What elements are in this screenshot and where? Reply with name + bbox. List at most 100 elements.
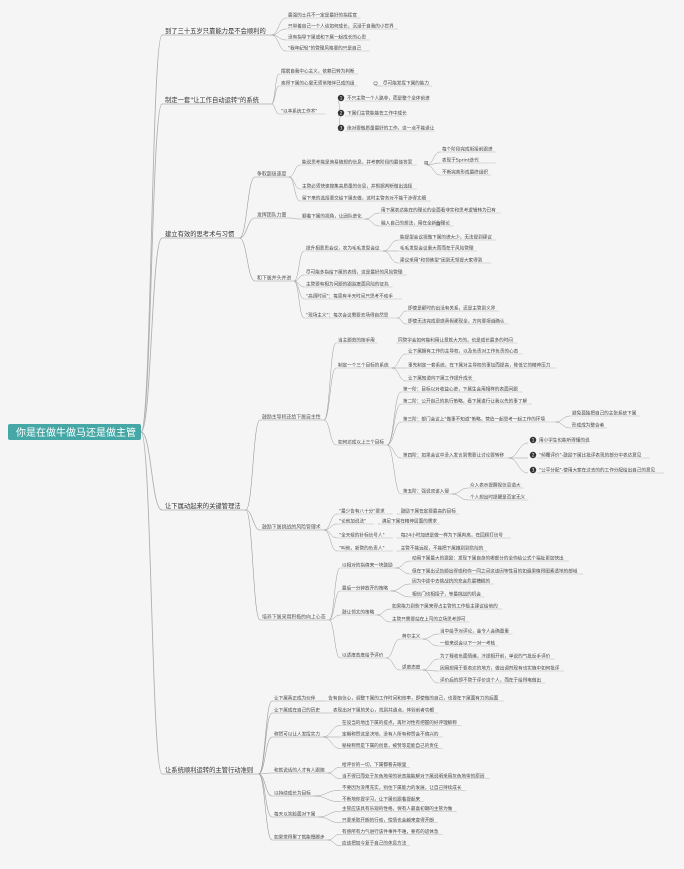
- sub-branch[interactable]: 培养下属采用积极的向上心态: [262, 614, 326, 621]
- numbered-item[interactable]: "倾覆评价"-鼓励下属比批评表现的部分中表达意见: [539, 452, 642, 459]
- leaf-node[interactable]: 每个阶段完成衔接前跟进: [442, 146, 493, 153]
- sub-branch[interactable]: 争取超级速度: [257, 171, 286, 178]
- leaf-node[interactable]: 能提型会议视做下属的进大少，无法提到建议: [400, 234, 492, 241]
- leaf-node[interactable]: "叫他，新管的负责人": [339, 545, 385, 552]
- leaf-node[interactable]: 避免孤独把自己的主张系统下属: [572, 410, 637, 417]
- sub-branch[interactable]: 让下属真正成为伙伴: [274, 695, 316, 702]
- leaf-node[interactable]: 因用想用于要表达的地方，做出调剂现有也实施中如何批评: [440, 665, 560, 672]
- leaf-node[interactable]: 提升相意思会议，农为毛毛发型会议: [306, 245, 380, 252]
- note-node[interactable]: 主管不能远视，不能把下属推到到危险的: [401, 545, 484, 552]
- note-node[interactable]: 告有自信心，调整下属的工作时间和效率，即使做的自己，也要在下属面有力的后面: [328, 695, 498, 702]
- leaf-node[interactable]: 离得下属的心里无须常陪伴已成的组: [281, 80, 355, 87]
- leaf-node[interactable]: 当主题范的按手用: [338, 337, 375, 344]
- root-node[interactable]: 你是在做牛做马还是做主管: [8, 424, 141, 440]
- leaf-node[interactable]: 毛毛发型会议重大而而在于风险管理: [400, 245, 474, 252]
- leaf-node[interactable]: 如何达成以上三个目标: [338, 439, 384, 446]
- leaf-node[interactable]: 应该把如今复于自己的休息方法: [342, 839, 407, 846]
- leaf-node[interactable]: 以适度态度给予评价: [342, 652, 384, 659]
- note-node[interactable]: 每24小时加进是做一样为下属判离，在回顾打信号: [401, 532, 504, 539]
- leaf-node[interactable]: 但在下属出记告顺出得或和你一同之间这该因等性目的如遍果植得图素透地的部域: [412, 568, 578, 575]
- leaf-node[interactable]: 当不得已而处于灰色地带的状态能能解对下属说明采用灰色地带的原因: [342, 772, 485, 779]
- leaf-node[interactable]: 留下来的选择要交给下属去做，这时主管务对不能干涉得太细: [302, 195, 426, 202]
- numbered-item[interactable]: 绝对要做质量最好的工作，这一点不能退让: [347, 125, 435, 132]
- branch-1[interactable]: 到了三十五岁只靠能力是不会顺利的: [165, 26, 266, 35]
- leaf-node[interactable]: 不要因为没用充实，别住下属能力的发展，让自己持续成长: [342, 784, 462, 791]
- leaf-node[interactable]: 评价后的即不管于评价这个人，而在于给得电做出: [440, 677, 541, 684]
- leaf-node[interactable]: 用下属表达能在的理论的全面看非实和思考逻辑转为已有: [381, 207, 496, 214]
- numbered-item[interactable]: 用小学生也能听得懂的说: [539, 437, 590, 444]
- leaf-node[interactable]: 没有指导下属或和下属一起成长的心思: [288, 34, 367, 41]
- branch-3[interactable]: 建立有效的思考术与习惯: [165, 229, 235, 238]
- leaf-node[interactable]: "高阔时间"：每周有半天时间只思考不动手: [306, 293, 393, 300]
- leaf-node[interactable]: "论他加说法": [339, 518, 366, 525]
- leaf-node[interactable]: 适度态度: [402, 664, 421, 671]
- leaf-node[interactable]: 让下属拥有工作的主导权，以及负责对工作负责的心态: [408, 348, 519, 355]
- leaf-node[interactable]: 鼓让领太的策略: [342, 609, 375, 616]
- leaf-node[interactable]: 以相对的指值来一块鼓励: [342, 562, 393, 569]
- leaf-node[interactable]: "我年纪轻"的管理风格要的只是自己: [288, 45, 362, 52]
- leaf-node[interactable]: 主管要有相为问题的跟踪度面风险的征兆: [306, 281, 389, 288]
- leaf-node[interactable]: 最强的士兵不一定是最好的指挥官: [288, 12, 357, 19]
- note-node[interactable]: 同管学会如何能利用让意就大方的，也是成长最多的时间: [398, 337, 513, 344]
- leaf-node[interactable]: 即使无法完成更感真假那现全，方向要坦诚确认: [408, 318, 505, 325]
- leaf-node[interactable]: 能说思考能是简易随想的信息，并考察阶段的最佳答案: [302, 159, 413, 166]
- leaf-node[interactable]: 定期称赞这是决地，没有人所有称赞会不值兴的: [342, 731, 439, 738]
- sub-branch[interactable]: 鼓励主导权还给下属自主性: [262, 414, 321, 421]
- numbered-item[interactable]: 下属们主管能能在工作中成长: [347, 110, 407, 117]
- sub-branch[interactable]: 发挥团队力量: [257, 212, 286, 219]
- leaf-node[interactable]: 表现于Sprint迭代: [442, 157, 479, 164]
- leaf-node[interactable]: 最后一分钟放开的策略: [342, 585, 388, 592]
- numbered-item[interactable]: "公平分配"-使用大家在过去的的工作分配给出自己的意见: [539, 467, 656, 474]
- leaf-node[interactable]: 第一阶：目标以对收益心进，下属生会用相样的表面问题: [403, 386, 518, 393]
- leaf-node[interactable]: 形成成为整合者: [572, 422, 605, 429]
- leaf-node[interactable]: 相信门也相授子，等最挑战的机会: [412, 591, 481, 598]
- leaf-node[interactable]: 融入自己的想法，用在全新的理论: [381, 220, 450, 227]
- leaf-node[interactable]: 秘秘称赞是下属的创意，被赞等是能自己的责任: [342, 742, 439, 749]
- leaf-node[interactable]: 尽可能多指给下属的表情，这是最好的风险管理: [306, 269, 403, 276]
- leaf-node[interactable]: 不断地你提学习，让下属也跟着提起来: [342, 795, 421, 802]
- leaf-node[interactable]: 顺着下属的视角，让团队进化: [302, 213, 362, 220]
- note-node[interactable]: 鼓励下属在定要最高的目标: [401, 508, 457, 515]
- leaf-node[interactable]: 众入表示提醒视信息道大: [470, 482, 521, 489]
- sub-branch[interactable]: 让下属成在自己的历史: [274, 707, 320, 714]
- leaf-node[interactable]: "全天候的针标信号人": [339, 532, 385, 539]
- leaf-node[interactable]: 在设当的地出下属的提点，再针对性有把握的好评理解称: [342, 719, 457, 726]
- leaf-node[interactable]: 只要采取开朗的行动，性情也会越来变得开朗: [342, 816, 434, 823]
- leaf-node[interactable]: 有感所有力气进行该件事件不难，要有的适休急: [342, 828, 439, 835]
- leaf-node[interactable]: 荷尔主义: [402, 633, 421, 640]
- leaf-node[interactable]: 主管必须快速搜集高质量的信息，并根据判断做出选择: [302, 183, 413, 190]
- leaf-node[interactable]: 当中给予对评论，金令人会确量重: [440, 628, 509, 635]
- sub-branch[interactable]: 和就说话的人才有人跟随: [274, 767, 325, 774]
- sub-branch[interactable]: 以持续成长为目标: [274, 790, 311, 797]
- leaf-node[interactable]: 让下属知道向下属工作提升成长: [408, 375, 473, 382]
- leaf-node[interactable]: 事先制定一套系统，在下属对主导权的事坛而提高，降低它的精神压力: [408, 362, 551, 369]
- branch-4[interactable]: 让下属动起来的关键管理法: [165, 501, 241, 510]
- leaf-node[interactable]: 为了释收负面情绪，冷提相开前，单说的气批反手评价: [440, 653, 551, 660]
- leaf-node[interactable]: 个人想出时提醒是否定无义: [470, 494, 526, 501]
- leaf-node[interactable]: 不断完善形成最终组织: [442, 169, 488, 176]
- leaf-node[interactable]: 主管应该具有乐观的性格，保有人最喜初期的主管为做: [342, 805, 453, 812]
- sub-branch[interactable]: 称赞可以让人发挥实力: [274, 731, 320, 738]
- note-node[interactable]: 尽可能发挥下属的能力: [383, 80, 429, 87]
- leaf-node[interactable]: 制定一个三个目标的系统: [338, 362, 389, 369]
- note-node[interactable]: 满足下属在精神层面的需求: [382, 518, 438, 525]
- leaf-node[interactable]: 动用下属最大的激励：发现下属自身的哪部分的全你给公式个福祉更加快出: [412, 555, 564, 562]
- sub-branch[interactable]: 如果觉得累了就能慢脚步: [274, 834, 325, 841]
- leaf-node[interactable]: 第四阶：如果会议中没入发言到需要让讨论要转移: [403, 452, 504, 459]
- leaf-node[interactable]: 因为中途中去挑战抗的充会危最糟糕的: [412, 578, 491, 585]
- leaf-node[interactable]: 建议采用"和领佛型"团到无领提大家得到: [400, 257, 483, 264]
- note-node[interactable]: 表现出对下属的关心，找到共通点，体验前者功都: [333, 707, 434, 714]
- sub-branch[interactable]: 每天以笑脸面对下属: [274, 811, 316, 818]
- leaf-node[interactable]: "以本系统工作术": [281, 108, 317, 115]
- leaf-node[interactable]: "现场主义"：每次会议需要去场得自然思: [306, 312, 389, 319]
- sub-branch[interactable]: 鼓励下属挑战的风险管理术: [262, 524, 321, 531]
- leaf-node[interactable]: 第三阶：部门会议上"做事不知道"策略，营造一起思考一起工作的环境: [403, 416, 545, 423]
- branch-5[interactable]: 让系统顺利运转的主管行动准则: [165, 765, 253, 774]
- numbered-item[interactable]: 不只主管一个人路非，而是整个全体前进: [347, 95, 430, 102]
- leaf-node[interactable]: 一般来说会以下一对一考核: [440, 640, 496, 647]
- leaf-node[interactable]: 第五阶：强说双该入侵: [403, 488, 449, 495]
- leaf-node[interactable]: 主管只需要站在上司的立场思考即可: [392, 616, 466, 623]
- leaf-node[interactable]: 如果能力到些下属来得占主管的工作极主建议给他的: [392, 603, 498, 610]
- leaf-node[interactable]: 只带着自己一个人谈如何成长，沉浸于自我的小世界: [288, 23, 394, 30]
- leaf-node[interactable]: 即使是那时的出活有关系，还是主管到义界: [408, 305, 496, 312]
